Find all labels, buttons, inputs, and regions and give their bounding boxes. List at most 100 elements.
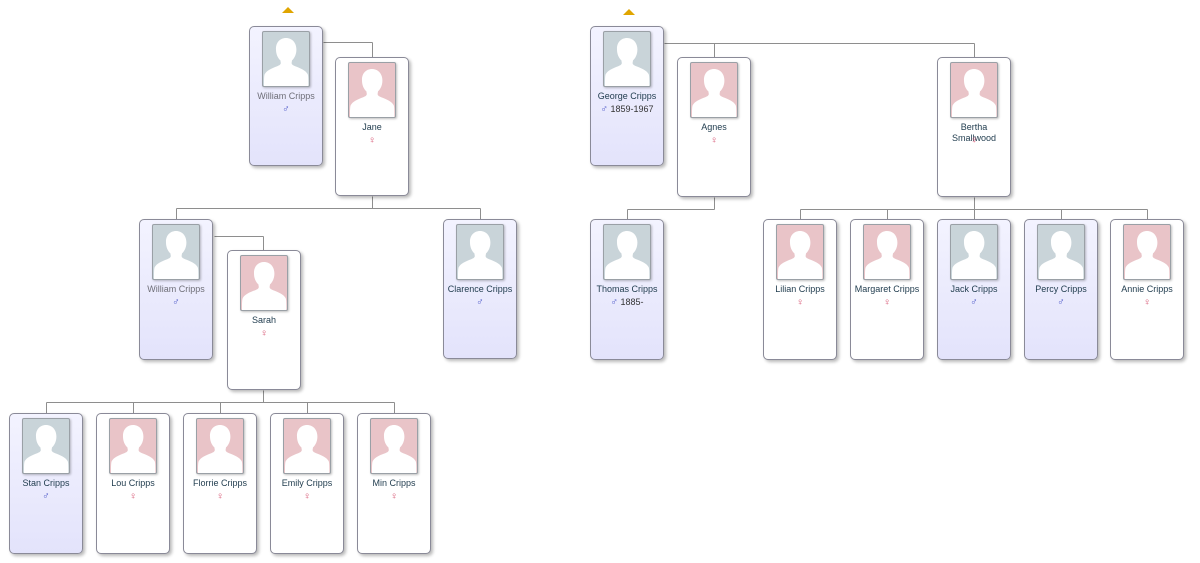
person-card-thomas-cripps[interactable]: Thomas Cripps ♂ 1885- xyxy=(590,219,664,360)
female-symbol-icon: ♀ xyxy=(216,491,224,502)
person-card-min-cripps[interactable]: Min Cripps ♀ xyxy=(357,413,431,554)
person-card-annie-cripps[interactable]: Annie Cripps ♀ xyxy=(1110,219,1184,360)
person-info: ♂ xyxy=(444,297,516,308)
male-symbol-icon: ♂ xyxy=(970,297,978,308)
person-silhouette-icon xyxy=(1123,224,1171,280)
person-silhouette-icon xyxy=(1037,224,1085,280)
life-years: 1885- xyxy=(617,297,644,307)
person-info: ♂ xyxy=(938,297,1010,308)
male-symbol-icon: ♂ xyxy=(600,104,608,115)
female-symbol-icon: ♀ xyxy=(260,328,268,339)
person-info: ♀ xyxy=(97,491,169,502)
person-silhouette-icon xyxy=(152,224,200,280)
person-name: Sarah xyxy=(251,315,277,325)
person-info: ♀ xyxy=(358,491,430,502)
person-card-lilian-cripps[interactable]: Lilian Cripps ♀ xyxy=(763,219,837,360)
expand-up-arrow-icon[interactable] xyxy=(623,9,635,15)
expand-up-arrow-icon[interactable] xyxy=(282,7,294,13)
person-name: Min Cripps xyxy=(372,478,416,488)
female-symbol-icon: ♀ xyxy=(129,491,137,502)
male-symbol-icon: ♂ xyxy=(610,297,618,308)
female-symbol-icon: ♀ xyxy=(883,297,891,308)
person-card-emily-cripps[interactable]: Emily Cripps ♀ xyxy=(270,413,344,554)
person-name: William Cripps xyxy=(257,91,315,101)
person-name: Emily Cripps xyxy=(281,478,333,488)
person-card-george-cripps[interactable]: George Cripps ♂ 1859-1967 xyxy=(590,26,664,166)
person-info: ♂ 1885- xyxy=(591,297,663,308)
person-silhouette-icon xyxy=(348,62,396,118)
person-silhouette-icon xyxy=(262,31,310,87)
person-name: George Cripps xyxy=(597,91,657,101)
male-symbol-icon: ♂ xyxy=(42,491,50,502)
person-name: Margaret Cripps xyxy=(854,284,920,294)
person-silhouette-icon xyxy=(690,62,738,118)
person-info: ♂ xyxy=(1025,297,1097,308)
female-symbol-icon: ♀ xyxy=(710,135,718,146)
person-name: Stan Cripps xyxy=(22,478,70,488)
person-card-margaret-cripps[interactable]: Margaret Cripps ♀ xyxy=(850,219,924,360)
person-card-william-cripps[interactable]: William Cripps ♂ xyxy=(249,26,323,166)
person-silhouette-icon xyxy=(776,224,824,280)
person-name: William Cripps xyxy=(147,284,205,294)
person-card-percy-cripps[interactable]: Percy Cripps ♂ xyxy=(1024,219,1098,360)
person-info: ♀ xyxy=(228,328,300,339)
female-symbol-icon: ♀ xyxy=(796,297,804,308)
person-name: Clarence Cripps xyxy=(447,284,513,294)
person-info: ♀ xyxy=(1111,297,1183,308)
person-card-sarah[interactable]: Sarah ♀ xyxy=(227,250,301,390)
person-name: Lilian Cripps xyxy=(775,284,825,294)
male-symbol-icon: ♂ xyxy=(172,297,180,308)
person-silhouette-icon xyxy=(240,255,288,311)
female-symbol-icon: ♀ xyxy=(368,135,376,146)
person-name: Florrie Cripps xyxy=(192,478,247,488)
person-info: ♀ xyxy=(851,297,923,308)
person-card-jane[interactable]: Jane ♀ xyxy=(335,57,409,196)
person-info: ♂ xyxy=(140,297,212,308)
person-card-william-cripps[interactable]: William Cripps ♂ xyxy=(139,219,213,360)
person-silhouette-icon xyxy=(283,418,331,474)
person-info: ♀ xyxy=(938,135,1010,146)
male-symbol-icon: ♂ xyxy=(1057,297,1065,308)
person-name: Jack Cripps xyxy=(950,284,998,294)
person-name: Annie Cripps xyxy=(1121,284,1173,294)
person-info: ♀ xyxy=(271,491,343,502)
female-symbol-icon: ♀ xyxy=(390,491,398,502)
person-name: Percy Cripps xyxy=(1035,284,1087,294)
person-info: ♂ 1859-1967 xyxy=(591,104,663,115)
person-card-jack-cripps[interactable]: Jack Cripps ♂ xyxy=(937,219,1011,360)
person-info: ♂ xyxy=(250,104,322,115)
person-name: Lou Cripps xyxy=(111,478,155,488)
person-name: Thomas Cripps xyxy=(596,284,658,294)
person-info: ♀ xyxy=(184,491,256,502)
person-silhouette-icon xyxy=(950,62,998,118)
person-silhouette-icon xyxy=(603,224,651,280)
person-name: Jane xyxy=(362,122,382,132)
female-symbol-icon: ♀ xyxy=(1143,297,1151,308)
person-card-clarence-cripps[interactable]: Clarence Cripps ♂ xyxy=(443,219,517,359)
person-info: ♂ xyxy=(10,491,82,502)
person-silhouette-icon xyxy=(22,418,70,474)
person-silhouette-icon xyxy=(109,418,157,474)
person-silhouette-icon xyxy=(950,224,998,280)
person-card-agnes[interactable]: Agnes ♀ xyxy=(677,57,751,197)
person-card-bertha-smallwood[interactable]: Bertha Smallwood♀ xyxy=(937,57,1011,197)
person-info: ♀ xyxy=(764,297,836,308)
person-name: Bertha Smallwood xyxy=(951,122,997,143)
life-years: 1859-1967 xyxy=(607,104,654,114)
person-silhouette-icon xyxy=(370,418,418,474)
person-silhouette-icon xyxy=(603,31,651,87)
female-symbol-icon: ♀ xyxy=(970,135,978,146)
person-info: ♀ xyxy=(678,135,750,146)
person-card-stan-cripps[interactable]: Stan Cripps ♂ xyxy=(9,413,83,554)
female-symbol-icon: ♀ xyxy=(303,491,311,502)
male-symbol-icon: ♂ xyxy=(282,104,290,115)
person-name: Agnes xyxy=(701,122,727,132)
person-silhouette-icon xyxy=(456,224,504,280)
person-card-lou-cripps[interactable]: Lou Cripps ♀ xyxy=(96,413,170,554)
person-info: ♀ xyxy=(336,135,408,146)
person-silhouette-icon xyxy=(863,224,911,280)
person-card-florrie-cripps[interactable]: Florrie Cripps ♀ xyxy=(183,413,257,554)
male-symbol-icon: ♂ xyxy=(476,297,484,308)
